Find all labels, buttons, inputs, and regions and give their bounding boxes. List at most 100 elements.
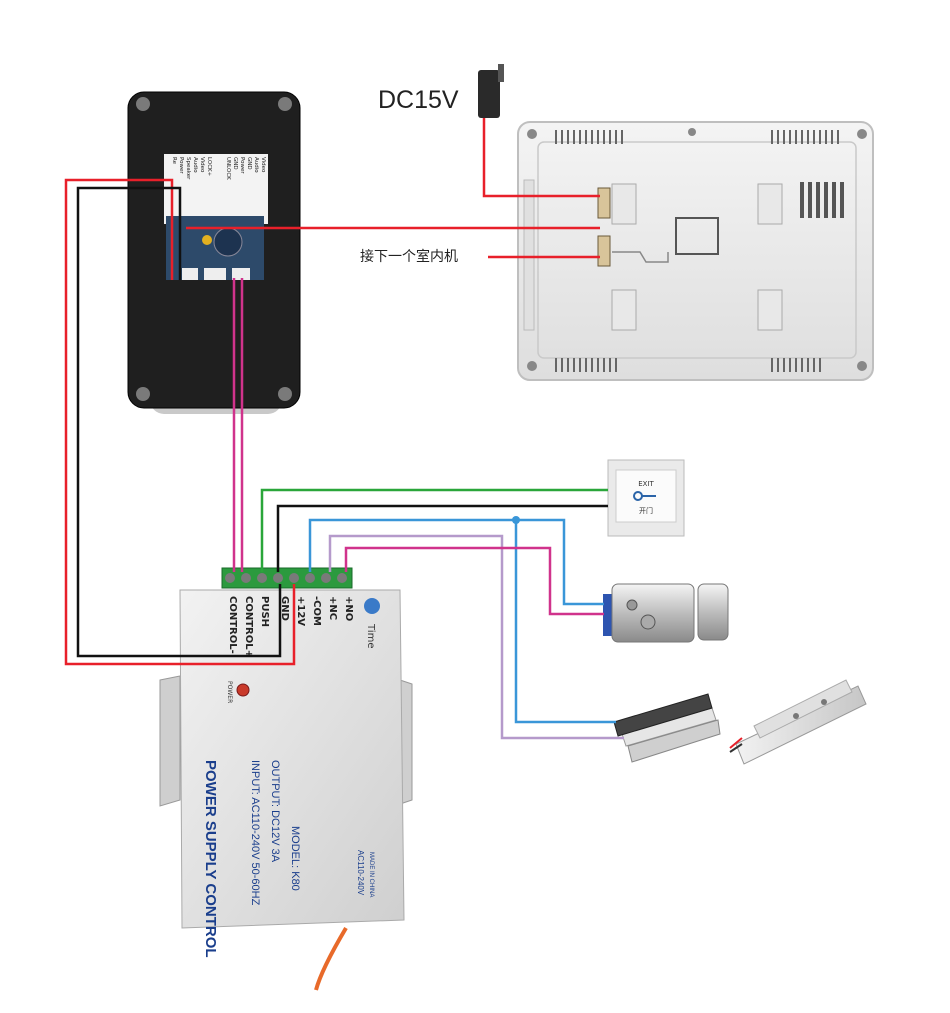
electric-lock [603,583,729,643]
bolt-wire [729,737,743,749]
power-led-label: POWER [226,681,233,703]
power-supply: CONTROL- CONTROL+ PUSH GND +12V -COM +NC… [159,567,413,991]
screw-icon [136,97,150,111]
terminal-label-no: +NO [343,596,354,621]
pcb-label: Audio [192,157,198,173]
terminal-label-12v: +12V [295,596,306,626]
screw-icon [688,128,696,136]
lock-screw [626,599,638,611]
psu-made-text: MADE IN CHINA [368,852,374,897]
maglock-armature [627,719,721,763]
monitor-inner-frame [537,141,857,359]
power-adapter-label: DC15V [378,86,459,114]
outdoor-doorbell: Video Audio GND Power GND UNLOCK LOCK+ V… [127,91,301,414]
screw-icon [527,129,537,139]
pcb-label: Re [171,157,177,165]
drop-bolt [729,679,867,765]
monitor-center-recess [675,217,719,255]
indoor-monitor [517,121,874,381]
wire-doorbell-black [76,186,282,658]
monitor-connector-power [597,187,611,219]
psu-brand-text: POWER SUPPLY CONTROL [202,760,219,958]
doorbell-connector [204,268,226,280]
wire-no-magenta [344,546,604,616]
wires [64,118,624,740]
lock-body [611,583,695,643]
lock-cylinder [640,614,656,630]
power-adapter: DC15V [378,64,504,118]
psu-output-text: OUTPUT: DC12V 3A [269,760,281,863]
screw-icon [857,129,867,139]
doorbell-connector [232,268,250,280]
pcb-label: LOCK+ [206,157,212,177]
wire-doorbell-red [64,178,296,666]
monitor-side-edge [523,179,535,331]
monitor-vent-left [555,130,623,144]
monitor-vent-bottom [555,358,821,372]
pcb-label: GND [232,157,238,170]
psu-case [179,589,405,929]
monitor-connector-out [597,235,611,267]
psu-terminal-labels: CONTROL- CONTROL+ PUSH GND +12V -COM +NC… [227,596,354,658]
pcb-chip [213,227,243,257]
psu-input-text: INPUT: AC110-240V 50-60HZ [249,760,261,906]
screw-icon [278,387,292,401]
pcb-label: Video [260,157,266,173]
psu-terminal-screws [225,573,347,583]
pcb-label: Power [178,157,184,174]
pcb-label: UNLOCK [225,157,231,180]
pcb-label: Speaker [185,157,191,180]
power-led-icon [236,683,250,697]
time-knob-icon [364,598,380,614]
wire-nc-lavender [328,534,624,740]
monitor-vent-right [771,130,839,144]
wire-12v-blue [308,518,604,606]
wire-junction-dot [512,516,520,524]
wire-exit-green [260,488,608,572]
terminal-label-push: PUSH [259,596,270,627]
pcb-label: Audio [253,157,259,173]
monitor-mount-clips [611,183,783,331]
exit-button-subtext: 开门 [639,506,653,515]
wire-exit-black [276,504,608,572]
psu-ac-text: AC110-240V [356,850,365,896]
monitor-speaker-grill [800,182,844,218]
terminal-label-gnd: GND [279,596,290,621]
terminal-label-control-plus: CONTROL+ [243,596,254,658]
terminal-label-com: -COM [311,596,322,626]
screw-icon [278,97,292,111]
psu-bracket-left [159,675,181,807]
time-label: Time [365,623,376,648]
doorbell-connector [182,268,198,280]
screw-icon [136,387,150,401]
lock-latch [697,583,729,641]
pcb-label: Video [199,157,205,173]
monitor-housing [517,121,874,381]
monitor-cable-channel [612,251,669,263]
wire-maglock-blue [514,520,616,724]
terminal-label-control-minus: CONTROL- [227,596,238,654]
bolt-wire [729,743,743,753]
psu-model-text: MODEL: K80 [289,826,301,891]
doorbell-label-sticker [164,154,268,224]
pcb-label: GND [246,157,252,170]
psu-terminal-block [221,567,353,589]
exit-button-text: EXIT [638,480,654,488]
screw-icon [857,361,867,371]
bolt-screw [793,713,799,719]
doorbell-pcb-labels: Video Audio GND Power GND UNLOCK LOCK+ V… [171,157,266,180]
screw-icon [527,361,537,371]
magnetic-lock [613,693,721,763]
next-monitor-label: 接下一个室内机 [360,248,458,265]
bolt-top [753,679,853,739]
maglock-body [613,693,713,737]
bolt-screw [821,699,827,705]
exit-button-device: EXIT 开门 [607,459,685,537]
adapter-prong [498,64,504,82]
terminal-label-nc: +NC [327,596,338,620]
psu-mains-cable [314,926,348,991]
wire-adapter-red [482,118,600,198]
pcb-capacitor [202,235,212,245]
pcb-label: Power [239,157,245,174]
